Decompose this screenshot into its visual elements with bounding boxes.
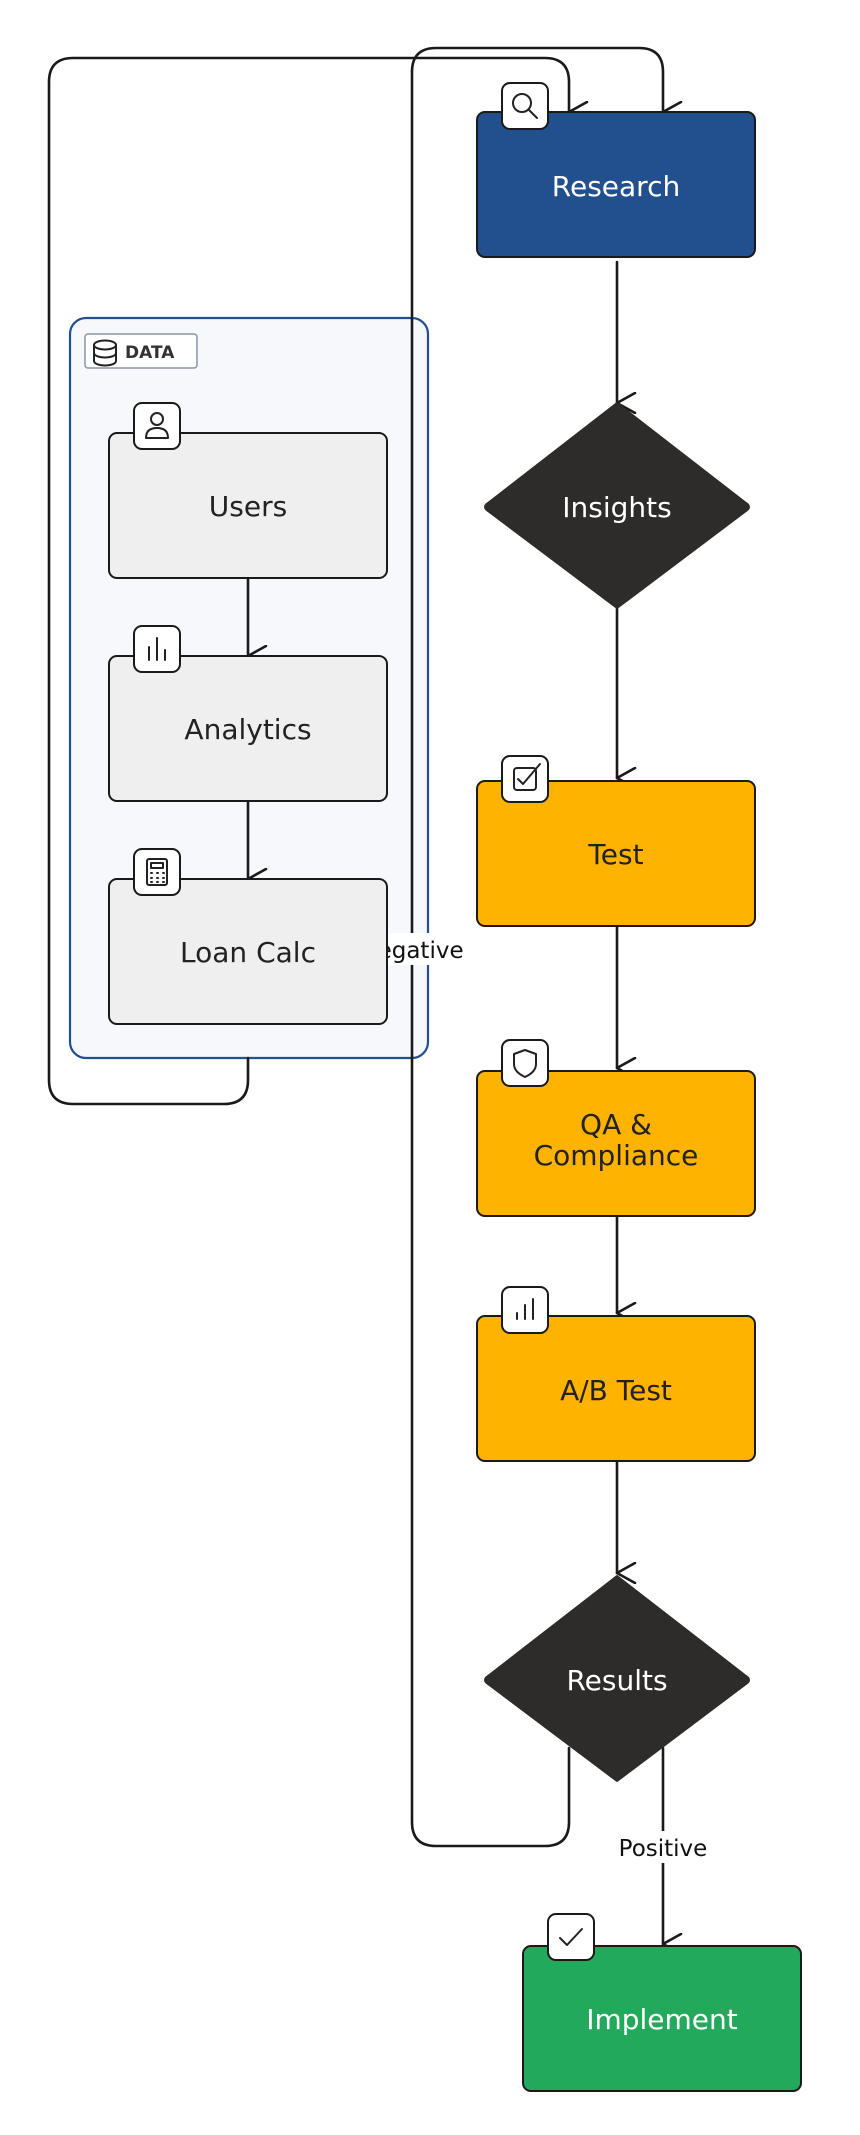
svg-text:Results: Results [566, 1664, 667, 1697]
bar-chart-icon [501, 1286, 549, 1334]
svg-text:Insights: Insights [562, 491, 671, 524]
svg-text:Positive: Positive [619, 1836, 708, 1862]
svg-text:Compliance: Compliance [534, 1139, 699, 1172]
search-icon [501, 82, 549, 130]
node-analytics[interactable]: Analytics [108, 625, 388, 802]
node-loan-calc[interactable]: Loan Calc [108, 848, 388, 1025]
node-test[interactable]: Test [476, 755, 756, 927]
svg-text:Implement: Implement [586, 2003, 738, 2036]
svg-text:Test: Test [587, 838, 643, 871]
checkbox-icon [501, 755, 549, 803]
check-icon [547, 1913, 595, 1961]
svg-text:Research: Research [552, 170, 680, 203]
svg-text:Loan Calc: Loan Calc [180, 936, 316, 969]
svg-text:QA &: QA & [580, 1108, 652, 1141]
node-insights[interactable]: Insights [484, 402, 750, 609]
edge-data-research-loop [47, 56, 569, 1106]
node-research[interactable]: Research [476, 82, 756, 258]
database-icon [93, 339, 117, 367]
node-qa-compliance[interactable]: QA & Compliance [476, 1039, 756, 1217]
node-implement[interactable]: Implement [522, 1913, 802, 2092]
user-icon [133, 402, 181, 450]
edge-label-positive: Positive [614, 1831, 712, 1863]
svg-text:Analytics: Analytics [184, 713, 311, 746]
chart-icon [133, 625, 181, 673]
calculator-icon [133, 848, 181, 896]
svg-text:Users: Users [209, 490, 287, 523]
node-ab-test[interactable]: A/B Test [476, 1286, 756, 1462]
node-users[interactable]: Users [108, 402, 388, 579]
data-group-label: DATA [125, 343, 175, 363]
shield-icon [501, 1039, 549, 1087]
data-group-tag: DATA [84, 333, 198, 369]
svg-text:A/B Test: A/B Test [560, 1374, 672, 1407]
node-results[interactable]: Results [484, 1575, 750, 1782]
